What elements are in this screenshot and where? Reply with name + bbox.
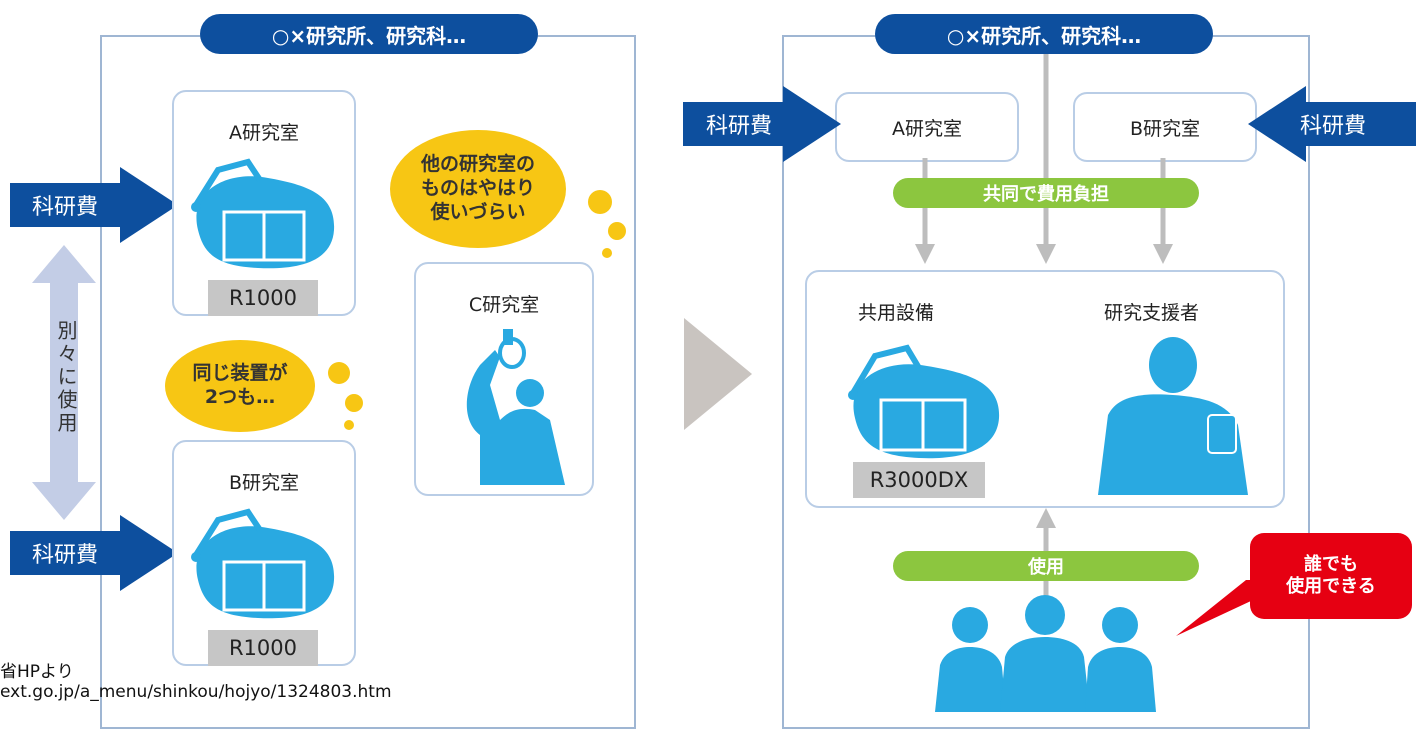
source-line-1: 省HPより (0, 662, 74, 682)
right-lab-a-box: A研究室 (835, 92, 1019, 162)
lab-b-equipment-tag: R1000 (208, 630, 318, 666)
bubble-same-device-line2: 2つも… (204, 386, 276, 408)
funding-label-right-a: 科研費 (706, 114, 773, 139)
anyone-line2: 使用できる (1286, 576, 1376, 597)
machine-icon (191, 158, 335, 269)
bubble-other-lab-line3: 使いづらい (430, 200, 526, 223)
connector-line (915, 158, 935, 264)
lab-a-title: A研究室 (229, 122, 299, 144)
right-lab-b-box: B研究室 (1073, 92, 1257, 162)
right-header-pill: ○×研究所、研究科… (875, 14, 1213, 54)
support-staff-icon (1098, 337, 1248, 495)
people-group-icon (935, 595, 1156, 712)
funding-label-a: 科研費 (32, 195, 99, 220)
bubble-other-lab-line2: ものはやはり (420, 177, 535, 200)
shared-equipment-tag: R3000DX (853, 462, 985, 498)
funding-arrow-right-a (683, 86, 841, 162)
lab-a-equipment-tag: R1000 (208, 280, 318, 316)
bubble-dot (345, 394, 363, 412)
researcher-icon (466, 329, 565, 485)
separate-use-label: 別々に使用 (54, 320, 78, 435)
lab-c-title: C研究室 (468, 294, 540, 316)
shared-cost-pill: 共同で費用負担 (893, 178, 1199, 208)
shared-equipment-title: 共用設備 (858, 302, 935, 324)
funding-arrow-b (10, 515, 178, 591)
bubble-dot (608, 222, 626, 240)
anyone-line1: 誰でも (1303, 553, 1358, 575)
support-staff-title: 研究支援者 (1104, 302, 1200, 324)
machine-icon (848, 344, 1000, 459)
bubble-dot (344, 420, 354, 430)
funding-label-right-b: 科研費 (1300, 114, 1367, 139)
bubble-same-device-line1: 同じ装置が (192, 362, 288, 385)
connector-line (1036, 54, 1056, 264)
connector-line (1153, 158, 1173, 264)
use-pill: 使用 (893, 551, 1199, 581)
transition-arrow (684, 318, 752, 430)
bubble-dot (328, 362, 350, 384)
machine-icon (191, 508, 335, 619)
funding-arrow-right-b (1248, 86, 1416, 162)
funding-label-b: 科研費 (32, 543, 99, 568)
right-lab-a-title: A研究室 (892, 118, 962, 140)
bubble-dot (588, 190, 612, 214)
right-lab-b-title: B研究室 (1129, 118, 1201, 140)
bubble-other-lab: 他の研究室の ものはやはり 使いづらい (390, 130, 566, 248)
left-header-pill: ○×研究所、研究科… (200, 14, 538, 54)
source-line-2: ext.go.jp/a_menu/shinkou/hojyo/1324803.h… (0, 682, 392, 702)
funding-arrow-a (10, 167, 178, 243)
separate-use-arrow (32, 245, 96, 520)
bubble-other-lab-line1: 他の研究室の (420, 153, 535, 176)
lab-b-title: B研究室 (228, 472, 300, 494)
bubble-dot (602, 248, 612, 258)
anyone-callout: 誰でも使用できる (1250, 533, 1412, 619)
